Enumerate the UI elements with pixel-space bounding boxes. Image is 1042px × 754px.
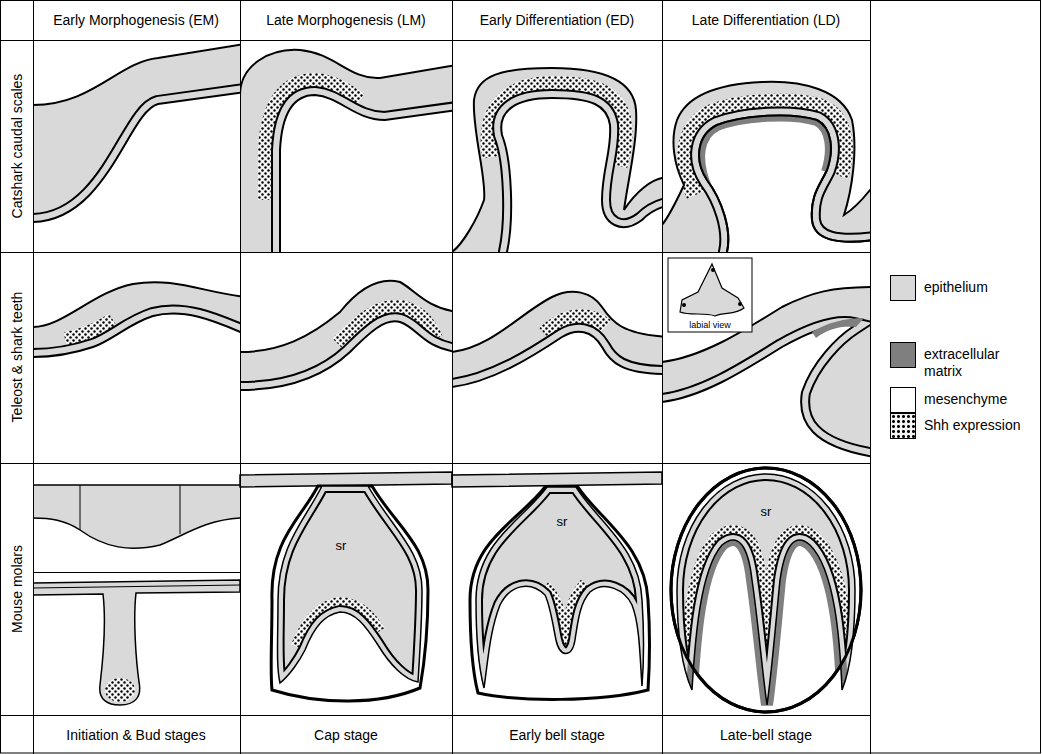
scale-ld: [662, 40, 870, 252]
region-label: sr: [761, 504, 772, 520]
stage-label-holder: Early bell stage: [509, 727, 605, 744]
legend-text: Shh expression: [924, 417, 1024, 434]
inset-label: labial view: [689, 320, 731, 331]
mouse-early-bell: [452, 472, 662, 699]
tooth-ed: [452, 252, 662, 463]
stage-label-holder: Late-bell stage: [720, 727, 812, 744]
column-header: Early Morphogenesis (EM): [53, 12, 219, 29]
column-header-holder: Late Differentiation (LD): [692, 12, 840, 29]
legend-text: mesenchyme: [924, 391, 1024, 408]
region-label: sr: [336, 538, 347, 554]
legend-text: extracellular matrix: [924, 346, 1024, 380]
column-header-holder: Late Morphogenesis (LM): [266, 12, 426, 29]
tooth-ld: [662, 252, 870, 463]
row-label-holder: Catshark caudal scales: [9, 74, 26, 219]
inset-label-holder: labial view: [689, 320, 731, 331]
column-header-holder: Early Differentiation (ED): [480, 12, 635, 29]
mouse-late-bell: [671, 468, 861, 712]
row-label-holder: Mouse molars: [9, 545, 26, 633]
stage-label: Late-bell stage: [720, 727, 812, 744]
scale-lm: [240, 40, 452, 252]
row-label: Teleost & shark teeth: [9, 292, 26, 423]
stage-label: Early bell stage: [509, 727, 605, 744]
stage-label: Cap stage: [314, 727, 378, 744]
legend-holder: mesenchyme: [924, 391, 1024, 408]
legend-swatch: [890, 275, 916, 301]
legend-pattern: [890, 413, 916, 439]
legend-holder: extracellular matrix: [924, 346, 1024, 380]
legend-text: epithelium: [924, 279, 1024, 296]
region-label: sr: [557, 514, 568, 530]
legend-swatch: [890, 387, 916, 413]
scale-em: [33, 40, 240, 252]
legend-swatch: [890, 342, 916, 368]
mouse-bud: [33, 580, 240, 705]
row-label: Catshark caudal scales: [9, 74, 26, 219]
tooth-em: [33, 252, 240, 463]
scale-ed: [452, 40, 662, 252]
legend-holder: Shh expression: [924, 417, 1024, 434]
region-label-holder: sr: [336, 538, 347, 554]
column-header: Late Differentiation (LD): [692, 12, 840, 29]
labial-inset: [668, 258, 752, 332]
row-label-holder: Teleost & shark teeth: [9, 292, 26, 423]
row-label: Mouse molars: [9, 545, 26, 633]
stage-label-holder: Cap stage: [314, 727, 378, 744]
legend-holder: epithelium: [924, 279, 1024, 296]
mouse-cap: [240, 472, 452, 701]
column-header: Late Morphogenesis (LM): [266, 12, 426, 29]
region-label-holder: sr: [761, 504, 772, 520]
column-header-holder: Early Morphogenesis (EM): [53, 12, 219, 29]
stage-label-holder: Initiation & Bud stages: [66, 727, 205, 744]
tooth-lm: [240, 252, 452, 463]
region-label-holder: sr: [557, 514, 568, 530]
mouse-initiation: [33, 485, 240, 548]
column-header: Early Differentiation (ED): [480, 12, 635, 29]
stage-label: Initiation & Bud stages: [66, 727, 205, 744]
